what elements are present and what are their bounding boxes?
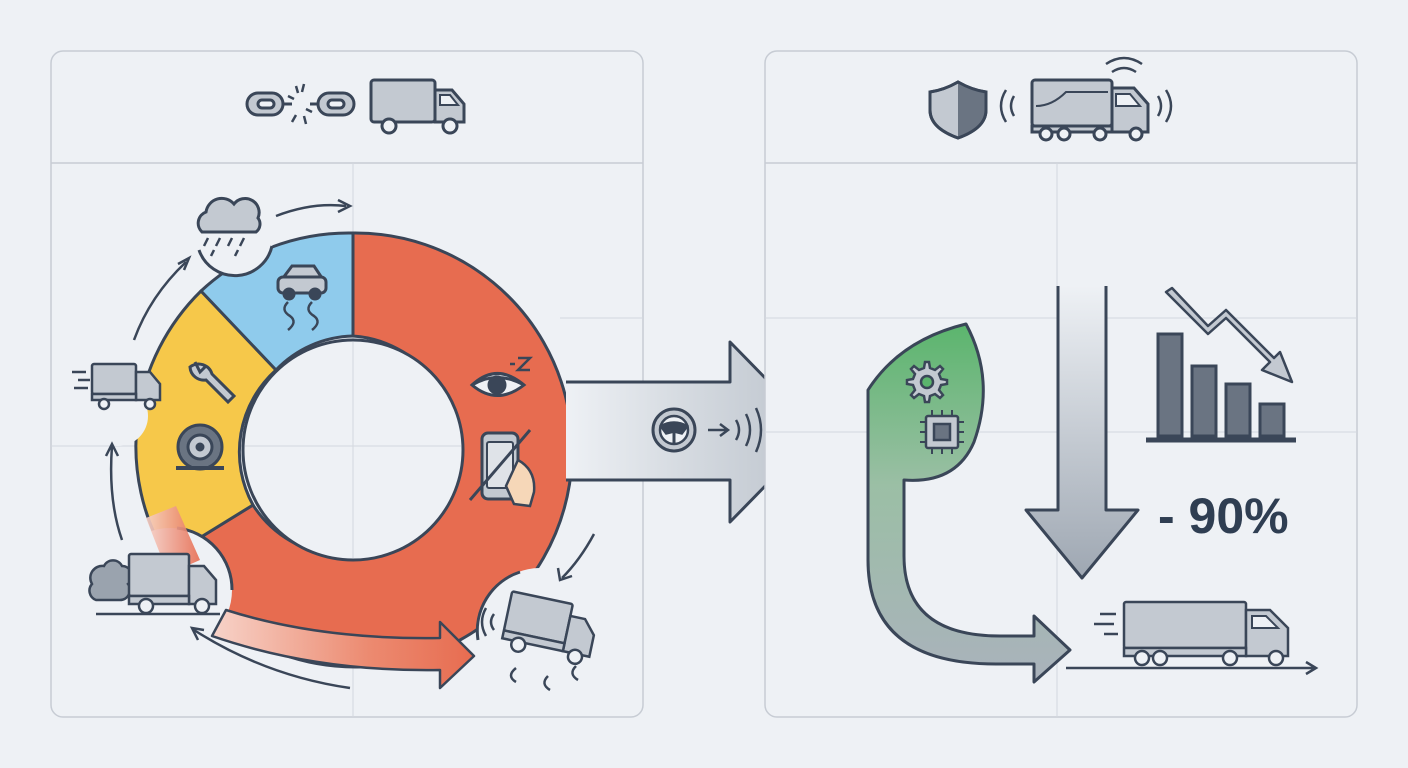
chip-icon bbox=[920, 410, 964, 454]
swerving-truck-icon bbox=[480, 590, 596, 692]
right-panel: - 90% bbox=[764, 50, 1358, 718]
reduction-down-arrow bbox=[1024, 286, 1140, 580]
human-error-block-arrow bbox=[210, 608, 476, 690]
phone-distraction-icon bbox=[468, 429, 536, 508]
speeding-truck-icon bbox=[72, 362, 162, 411]
broken-chain-icon bbox=[245, 83, 356, 125]
cycle-arrow-left-lower bbox=[109, 445, 124, 541]
moving-truck-icon bbox=[1066, 600, 1319, 676]
truck-icon bbox=[369, 78, 466, 135]
transition-arrow bbox=[566, 340, 820, 524]
cycle-arrows bbox=[104, 198, 596, 690]
cycle-arrow-right bbox=[561, 533, 596, 579]
steering-wheel-signal-icon bbox=[651, 407, 763, 453]
hole-grid bbox=[245, 342, 461, 558]
autonomous-truck-signal-icon bbox=[999, 56, 1173, 142]
left-panel bbox=[50, 50, 644, 718]
gear-icon bbox=[905, 360, 949, 404]
skidding-car-icon bbox=[276, 264, 328, 331]
autonomous-tech-curve-arrow bbox=[866, 322, 1072, 684]
smoking-truck-icon bbox=[88, 552, 220, 616]
declining-bar-chart-icon bbox=[1146, 286, 1296, 443]
wrench-icon bbox=[188, 361, 237, 405]
cycle-arrow-left-upper bbox=[132, 261, 187, 341]
reduction-percentage: - 90% bbox=[1158, 488, 1289, 544]
cycle-arrow-bottom bbox=[193, 628, 351, 690]
tire-icon bbox=[176, 423, 224, 471]
drowsy-eye-icon bbox=[469, 356, 534, 397]
rain-cloud-icon bbox=[196, 196, 262, 257]
cycle-arrow-top bbox=[275, 203, 347, 218]
shield-icon bbox=[928, 80, 988, 140]
